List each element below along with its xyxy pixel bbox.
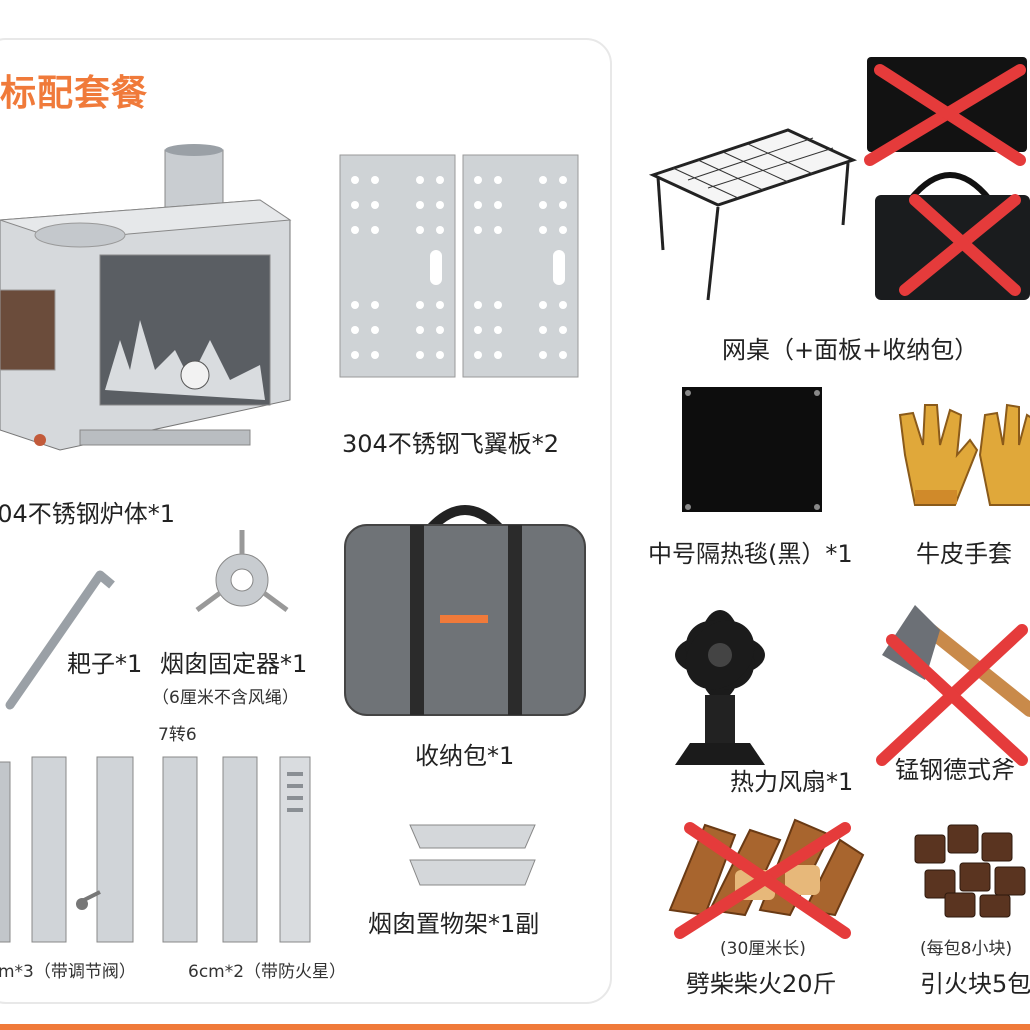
fire-starter-note: (每包8小块) — [920, 939, 1013, 959]
mesh-table-image — [648, 128, 858, 301]
chimney-pipes-image — [0, 756, 311, 943]
mesh-table-label: 网桌（+面板+收纳包） — [722, 336, 979, 364]
fire-starter-image — [914, 824, 1026, 918]
table-bag-cross-icon — [899, 194, 1021, 296]
package-title: 标配套餐 — [0, 73, 149, 114]
storage-bag-image — [344, 505, 586, 716]
heat-fan-label: 热力风扇*1 — [730, 768, 854, 796]
chimney-rack-image — [409, 824, 536, 886]
wing-boards-label: 304不锈钢飞翼板*2 — [342, 430, 560, 458]
firewood-cross-icon — [674, 822, 851, 939]
chimney-rack-label: 烟囱置物架*1副 — [368, 910, 540, 938]
table-panel-cross-icon — [864, 64, 1026, 166]
stove-image — [0, 144, 292, 451]
pipes-b-label: 6cm*2（带防火星） — [188, 962, 347, 982]
firewood-label: 劈柴柴火20斤 — [686, 970, 837, 998]
heat-blanket-image — [682, 387, 822, 512]
stove-label: 304不锈钢炉体*1 — [0, 500, 176, 528]
storage-bag-label: 收纳包*1 — [415, 742, 515, 770]
poker-image — [5, 570, 115, 710]
gloves-label: 牛皮手套 — [916, 540, 1012, 568]
fire-starter-label: 引火块5包 — [920, 970, 1030, 998]
gloves-image — [898, 403, 1030, 506]
heat-fan-image — [675, 610, 765, 765]
wing-boards-image — [339, 154, 579, 378]
pipe-reducer-note: 7转6 — [158, 725, 197, 745]
pipes-a-label: m*3（带调节阀） — [0, 962, 136, 982]
bottom-accent-bar — [0, 1024, 1030, 1030]
heat-blanket-label: 中号隔热毯(黑）*1 — [648, 540, 853, 568]
axe-label: 锰钢德式斧 — [895, 756, 1015, 784]
chimney-holder-note: （6厘米不含风绳） — [152, 688, 299, 708]
chimney-holder-image — [195, 530, 289, 613]
chimney-holder-label: 烟囱固定器*1 — [160, 650, 308, 678]
firewood-note: (30厘米长) — [720, 939, 806, 959]
poker-label: 耙子*1 — [67, 650, 143, 678]
axe-cross-icon — [876, 624, 1028, 766]
